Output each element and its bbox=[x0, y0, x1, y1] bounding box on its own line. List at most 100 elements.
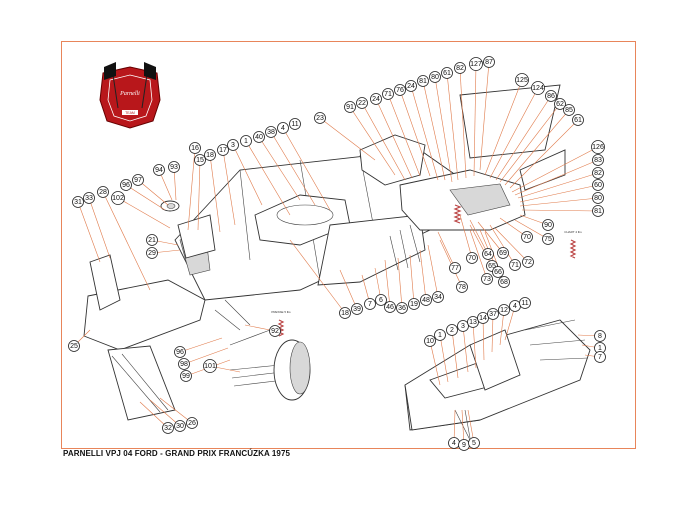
callout-circle bbox=[509, 259, 521, 271]
callout-number: 37 bbox=[489, 311, 497, 318]
callout-circle bbox=[466, 252, 478, 264]
part-callout: 38 bbox=[265, 126, 277, 138]
part-callout: 127 bbox=[469, 57, 483, 71]
callout-number: 96 bbox=[176, 349, 184, 356]
callout-number: 65 bbox=[488, 263, 496, 270]
callout-circle bbox=[120, 179, 132, 191]
callout-circle bbox=[424, 335, 436, 347]
callout-circle bbox=[592, 192, 604, 204]
callout-circle bbox=[420, 294, 432, 306]
callout-circle bbox=[269, 325, 281, 337]
rear-wing bbox=[459, 84, 561, 159]
callout-number: 64 bbox=[484, 251, 492, 258]
checkered-flag-icon bbox=[144, 62, 156, 80]
callout-circle bbox=[441, 67, 453, 79]
part-callout: 10 bbox=[424, 335, 436, 347]
part-callout: 82 bbox=[592, 167, 604, 179]
callout-circle bbox=[97, 186, 109, 198]
callout-circle bbox=[289, 118, 301, 130]
callout-circle bbox=[521, 231, 533, 243]
part-callout: 9 bbox=[458, 439, 470, 451]
callout-number: 71 bbox=[511, 262, 519, 269]
part-callout: 29 bbox=[146, 247, 158, 259]
callout-number: 1 bbox=[438, 332, 442, 339]
callout-number: 60 bbox=[594, 182, 602, 189]
callout-number: 34 bbox=[434, 294, 442, 301]
callout-number: 8 bbox=[598, 333, 602, 340]
callout-number: 17 bbox=[219, 147, 227, 154]
callout-number: 91 bbox=[346, 104, 354, 111]
callout-number: 10 bbox=[426, 338, 434, 345]
callout-number: 36 bbox=[398, 305, 406, 312]
part-callout: 28 bbox=[97, 186, 109, 198]
callout-circle bbox=[429, 71, 441, 83]
callout-number: 2 bbox=[450, 327, 454, 334]
logo-badge bbox=[99, 66, 161, 129]
callout-number: 28 bbox=[99, 189, 107, 196]
callout-circle bbox=[132, 174, 144, 186]
part-callout: 12 bbox=[498, 304, 510, 316]
callout-circle bbox=[457, 320, 469, 332]
callout-number: 39 bbox=[353, 306, 361, 313]
sidepod bbox=[317, 214, 426, 286]
part-callout: 78 bbox=[456, 281, 468, 293]
callout-circle bbox=[592, 167, 604, 179]
part-callout: 7 bbox=[594, 351, 606, 363]
callout-number: 78 bbox=[458, 284, 466, 291]
callout-number: 71 bbox=[384, 91, 392, 98]
callout-number: 62 bbox=[556, 101, 564, 108]
callout-number: 11 bbox=[291, 121, 298, 128]
part-callout: 32 bbox=[162, 422, 174, 434]
part-callout: 92 bbox=[269, 325, 281, 337]
part-callout: 77 bbox=[449, 262, 461, 274]
callout-circle bbox=[168, 161, 180, 173]
callout-circle bbox=[417, 75, 429, 87]
callout-number: 31 bbox=[74, 199, 82, 206]
callout-circle bbox=[531, 81, 545, 95]
callout-circle bbox=[396, 302, 408, 314]
callout-circle bbox=[68, 340, 80, 352]
callout-number: 11 bbox=[521, 300, 528, 307]
callout-circle bbox=[434, 329, 446, 341]
part-callout: 69 bbox=[497, 247, 509, 259]
callout-circle bbox=[83, 192, 95, 204]
callout-number: 4 bbox=[281, 125, 285, 132]
part-callout: 11 bbox=[519, 297, 531, 309]
callout-number: 96 bbox=[122, 182, 130, 189]
part-callout: 98 bbox=[178, 358, 190, 370]
callout-circle bbox=[498, 304, 510, 316]
part-callout: 85 bbox=[563, 104, 575, 116]
callout-circle bbox=[545, 90, 557, 102]
part-callout: 46 bbox=[384, 301, 396, 313]
callout-circle bbox=[492, 266, 504, 278]
part-callout: 126 bbox=[591, 140, 605, 154]
part-callout: 15 bbox=[194, 154, 206, 166]
part-callout: 14 bbox=[477, 312, 489, 324]
callout-number: 82 bbox=[456, 65, 464, 72]
part-callout: 72 bbox=[522, 256, 534, 268]
part-callout: 7 bbox=[364, 298, 376, 310]
callout-circle bbox=[592, 154, 604, 166]
callout-circle bbox=[382, 88, 394, 100]
callout-number: 18 bbox=[341, 310, 349, 317]
callout-number: 90 bbox=[544, 222, 552, 229]
part-callout: 3 bbox=[457, 320, 469, 332]
part-callout: 80 bbox=[429, 71, 441, 83]
part-callout: 62 bbox=[554, 98, 566, 110]
part-callout: 81 bbox=[592, 205, 604, 217]
callout-number: 23 bbox=[316, 115, 324, 122]
checkered-flag-icon bbox=[104, 62, 116, 80]
callout-number: 70 bbox=[468, 255, 476, 262]
part-callout: 83 bbox=[592, 154, 604, 166]
callout-number: 24 bbox=[372, 96, 380, 103]
callout-number: 48 bbox=[422, 297, 430, 304]
part-callout: 16 bbox=[189, 142, 201, 154]
callout-circle bbox=[153, 164, 165, 176]
part-callout: 3 bbox=[227, 139, 239, 151]
callout-circle bbox=[405, 80, 417, 92]
callout-circle bbox=[522, 256, 534, 268]
inset-bodywork-drawing bbox=[404, 319, 591, 441]
callout-number: 70 bbox=[523, 234, 531, 241]
part-callout: 71 bbox=[509, 259, 521, 271]
